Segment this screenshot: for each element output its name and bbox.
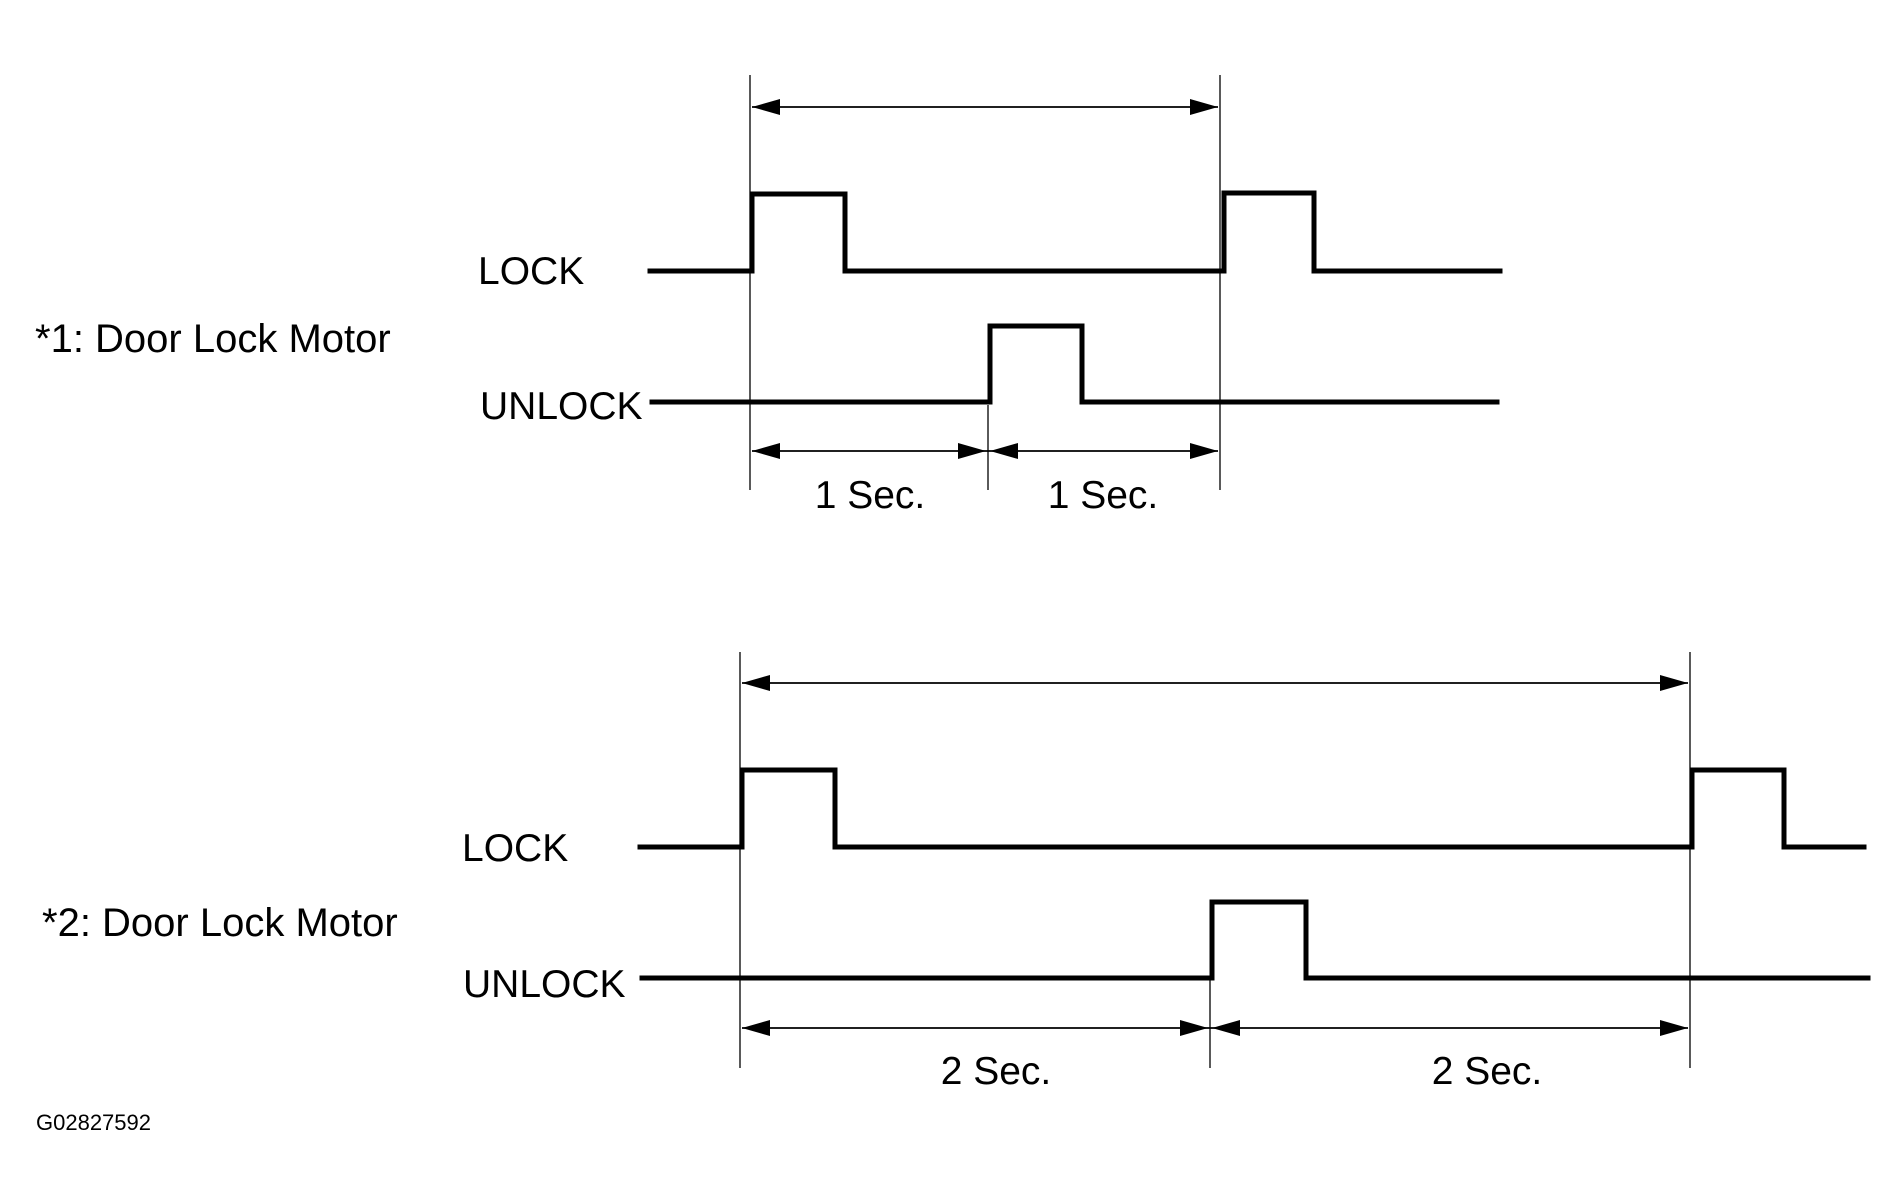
interval-label: 2 Sec. [941,1050,1052,1093]
lock-label: LOCK [462,827,568,870]
interval-label: 1 Sec. [1048,474,1159,517]
diagram-caption: *1: Door Lock Motor [35,317,391,361]
figure-code: G02827592 [36,1110,151,1135]
door-lock-motor-1-diagram: LOCK UNLOCK *1: Door Lock Motor 1 Sec. 1… [35,75,1503,517]
interval-label: 2 Sec. [1432,1050,1543,1093]
lock-waveform [647,190,1503,274]
arrow-left-icon [742,675,770,691]
door-lock-motor-2-diagram: LOCK UNLOCK *2: Door Lock Motor 2 Sec. 2… [42,652,1871,1093]
interval-label: 1 Sec. [815,474,926,517]
lock-label: LOCK [478,250,584,293]
arrow-right-icon [1180,1020,1208,1036]
unlock-label: UNLOCK [480,385,643,428]
arrow-left-icon [752,99,780,115]
arrow-right-icon [1190,443,1218,459]
unlock-waveform [649,323,1500,405]
unlock-label: UNLOCK [463,963,626,1006]
arrow-left-icon [742,1020,770,1036]
lock-waveform [637,767,1867,850]
arrow-left-icon [990,443,1018,459]
arrow-left-icon [1212,1020,1240,1036]
diagram-caption: *2: Door Lock Motor [42,901,398,945]
arrow-right-icon [958,443,986,459]
arrow-right-icon [1660,1020,1688,1036]
arrow-right-icon [1660,675,1688,691]
arrow-left-icon [752,443,780,459]
unlock-waveform [639,899,1871,981]
arrow-right-icon [1190,99,1218,115]
